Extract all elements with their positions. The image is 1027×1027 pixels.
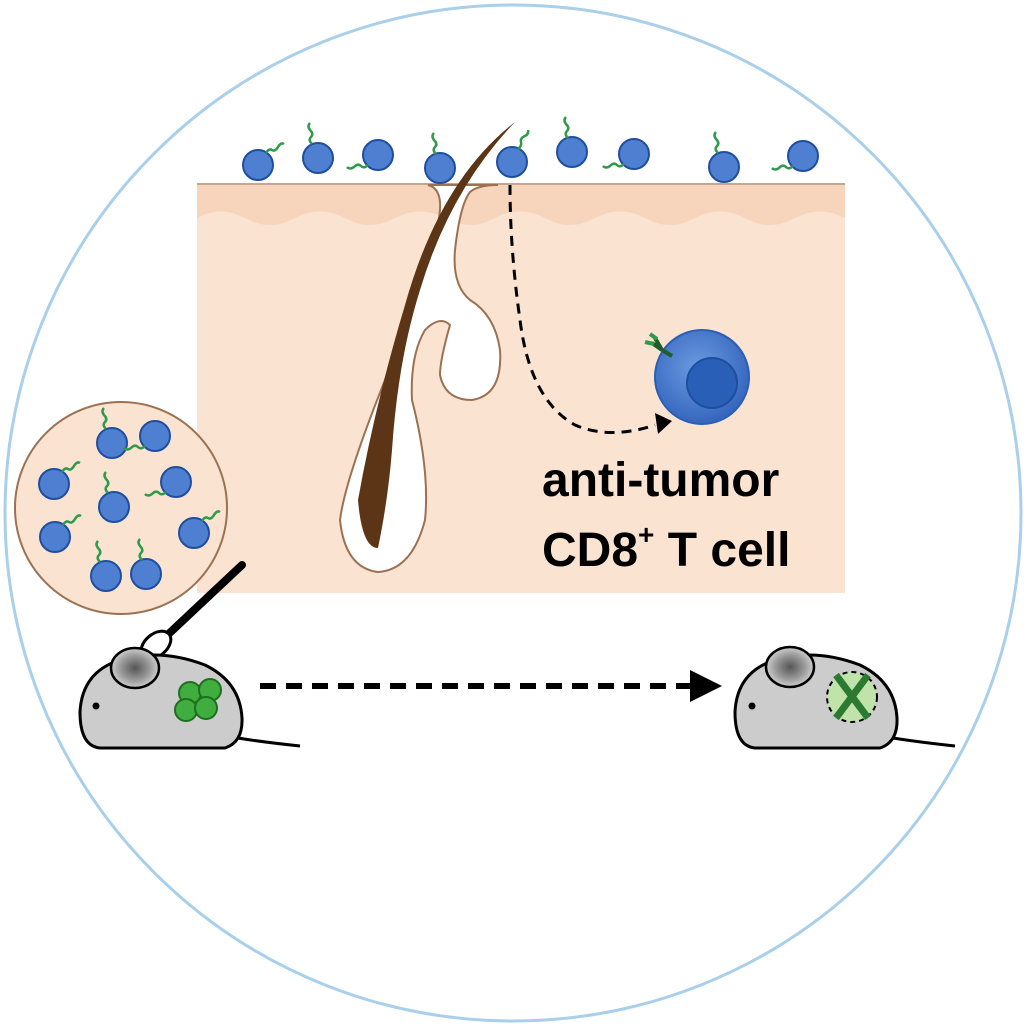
hair-follicle (338, 122, 515, 574)
mouse-tumor-cleared-icon (733, 645, 956, 750)
bacterium-icon (242, 142, 285, 181)
cell-label-line2: CD8+ T cell (542, 519, 790, 577)
treatment-arrow (260, 670, 722, 702)
cd8-t-cell-icon (644, 329, 750, 425)
bacterium-icon (708, 131, 740, 183)
tumor-icon (174, 678, 222, 722)
migration-arrow (508, 184, 672, 434)
surface-bacteria (242, 116, 819, 184)
bacterium-icon (302, 122, 334, 174)
mouse-with-tumor-icon (78, 646, 301, 750)
bacterium-icon (424, 132, 456, 184)
bacterium-icon (771, 140, 819, 172)
cell-label-line1: anti-tumor (542, 454, 779, 507)
bacterium-icon (496, 129, 530, 178)
cross-icon (833, 672, 871, 721)
magnified-bacteria-icon (14, 401, 228, 615)
bacterium-icon (602, 138, 650, 170)
bacterium-icon (346, 139, 394, 171)
bacterium-icon (556, 116, 588, 168)
